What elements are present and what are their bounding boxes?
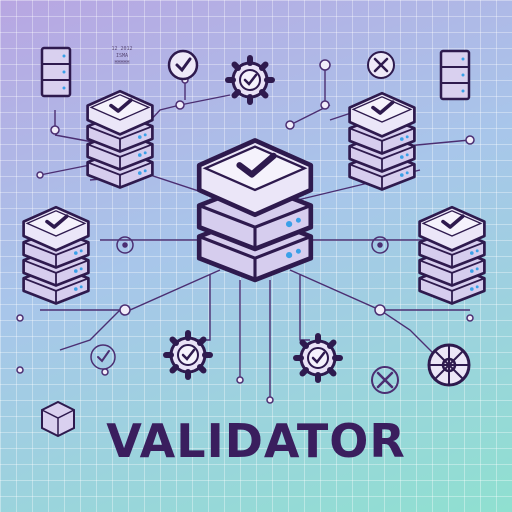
cube-icon	[41, 400, 75, 438]
gear-icon	[296, 336, 340, 380]
wheel-icon	[427, 343, 471, 387]
server-stack-left	[21, 205, 91, 305]
server-stack-center	[199, 140, 311, 280]
server-stack-right	[417, 205, 487, 305]
gear-icon	[228, 58, 272, 102]
x-mark-icon	[371, 366, 399, 394]
check-icon	[90, 344, 116, 370]
connection-lines	[39, 65, 471, 400]
x-mark-icon	[367, 51, 395, 79]
gear-icon	[166, 333, 210, 377]
server-stack-top-left	[85, 89, 155, 189]
check-icon	[167, 49, 199, 81]
page-title: VALIDATOR	[106, 414, 406, 468]
tiny-label: 12 2012 ISMA HHHHH	[111, 46, 133, 66]
server-stack-icon	[40, 46, 72, 98]
server-stack-icon	[439, 49, 471, 101]
server-stack-top-right	[347, 91, 417, 191]
target-icon	[116, 236, 389, 254]
